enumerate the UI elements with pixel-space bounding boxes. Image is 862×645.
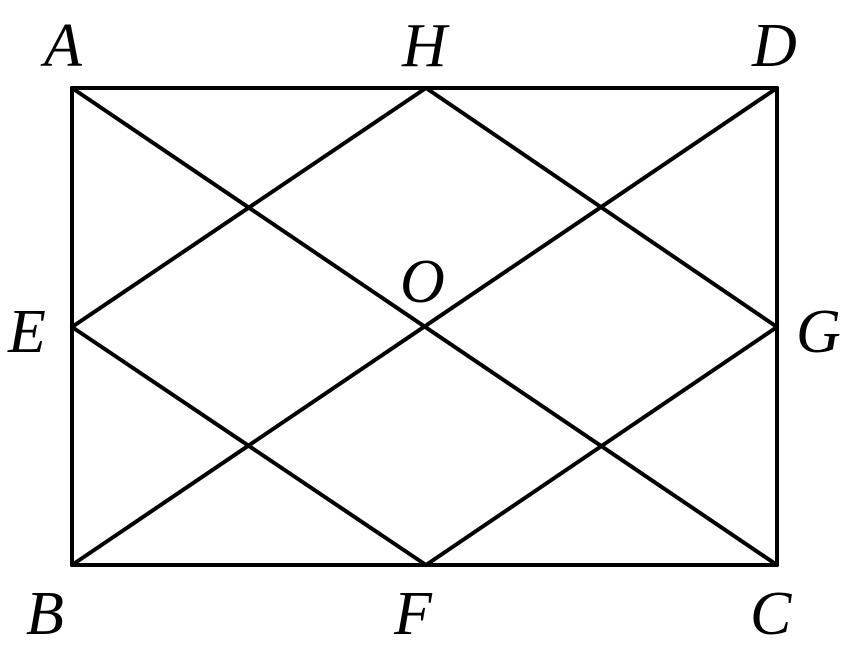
label-E: E xyxy=(7,298,46,366)
label-D: D xyxy=(751,12,797,80)
label-G: G xyxy=(796,298,841,366)
label-H: H xyxy=(401,12,450,80)
segment-FE xyxy=(70,325,428,567)
label-O: O xyxy=(400,248,445,316)
label-B: B xyxy=(26,580,64,645)
label-A: A xyxy=(40,12,83,80)
label-C: C xyxy=(750,580,792,645)
segment-GF xyxy=(424,325,779,567)
diagonal-BD xyxy=(70,86,779,567)
segment-HG xyxy=(424,86,779,329)
segment-EH xyxy=(70,86,428,329)
label-F: F xyxy=(393,580,433,645)
